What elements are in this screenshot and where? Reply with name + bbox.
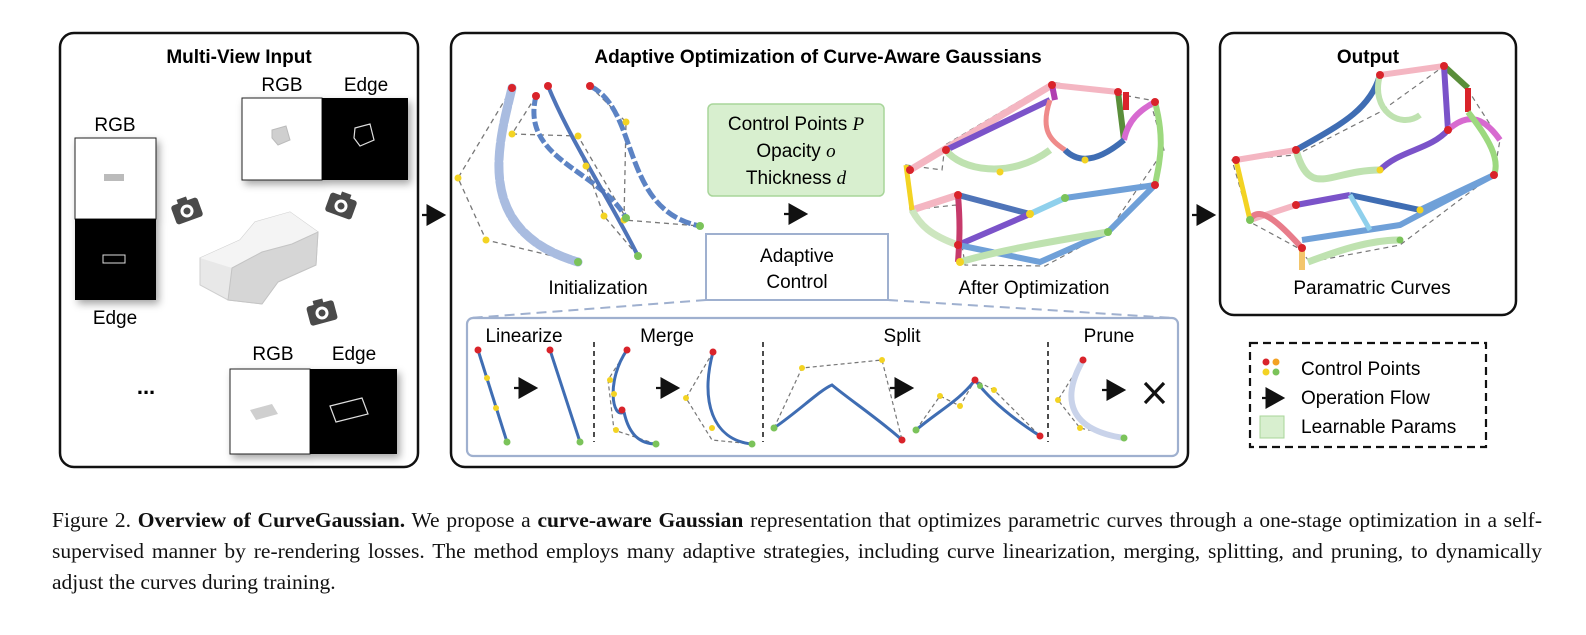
edge-thumb-object — [353, 123, 375, 147]
legend-learnable-swatch — [1259, 415, 1285, 439]
rgb-thumb-object — [250, 404, 278, 420]
view-pair-top — [241, 97, 408, 181]
ellipsis: ... — [137, 374, 155, 399]
panel-title-output: Output — [1337, 47, 1400, 68]
edge-thumb-object — [102, 254, 126, 264]
label-initialization: Initialization — [548, 278, 647, 299]
op-label-prune: Prune — [1084, 326, 1135, 347]
label-edge-top: Edge — [344, 75, 388, 96]
3d-object — [199, 211, 319, 305]
param-thickness: Thickness d — [746, 168, 847, 189]
panel-multi-view-input: Multi-View Input RGB Edge RGB Edge — [58, 31, 420, 469]
label-rgb-top: RGB — [261, 75, 302, 96]
label-edge-bottom: Edge — [332, 344, 376, 365]
legend: Control Points Operation Flow Learnable … — [1248, 341, 1488, 449]
op-prune — [1055, 356, 1166, 442]
op-split — [770, 357, 1044, 444]
op-merge — [607, 346, 756, 448]
rgb-thumb-object — [271, 125, 291, 146]
caption-text-2: representation that optimizes parametric… — [52, 508, 1542, 595]
param-control-points: Control Points P — [728, 114, 865, 135]
caption-bold-term: curve-aware Gaussian — [537, 508, 744, 532]
figure-canvas: Multi-View Input RGB Edge RGB Edge — [58, 31, 1518, 469]
label-edge-left: Edge — [93, 308, 137, 329]
op-label-linearize: Linearize — [485, 326, 562, 347]
op-label-merge: Merge — [640, 326, 694, 347]
edge-thumb-object — [329, 397, 369, 423]
legend-control-points: Control Points — [1301, 359, 1420, 380]
zoom-connector — [469, 299, 707, 319]
figure-caption: Figure 2. Overview of CurveGaussian. We … — [52, 505, 1542, 599]
adaptive-control-line2: Control — [766, 272, 827, 293]
caption-text-1: We propose a — [405, 508, 538, 532]
label-after-optimization: After Optimization — [959, 278, 1110, 299]
camera-icon — [171, 196, 203, 225]
op-linearize — [474, 346, 584, 446]
param-opacity: Opacity o — [756, 141, 835, 162]
view-pair-bottom — [229, 368, 397, 455]
after-optimization-curves — [903, 81, 1165, 267]
operations-strip — [465, 316, 1180, 458]
view-pair-left — [74, 137, 157, 300]
learnable-params-box — [707, 103, 885, 197]
panel-title-input: Multi-View Input — [166, 47, 312, 68]
op-label-split: Split — [884, 326, 922, 347]
camera-icon — [306, 298, 338, 326]
caption-prefix: Figure 2. — [52, 508, 132, 532]
initialization-curves — [454, 82, 704, 267]
legend-control-points-swatch — [1262, 358, 1280, 376]
label-rgb-bottom: RGB — [252, 344, 293, 365]
panel-title-optimization: Adaptive Optimization of Curve-Aware Gau… — [594, 47, 1041, 68]
camera-icon — [325, 191, 357, 220]
label-rgb-left: RGB — [94, 115, 135, 136]
output-curves — [1231, 62, 1503, 270]
rgb-thumb-object — [104, 174, 124, 181]
legend-operation-flow: Operation Flow — [1301, 388, 1430, 409]
adaptive-control-box — [705, 233, 889, 301]
legend-learnable-params: Learnable Params — [1301, 417, 1456, 438]
close-icon — [1143, 381, 1166, 405]
panel-output: Output — [1218, 31, 1518, 317]
panel-adaptive-optimization: Adaptive Optimization of Curve-Aware Gau… — [449, 31, 1190, 469]
adaptive-control-line1: Adaptive — [760, 246, 834, 267]
caption-bold-title: Overview of CurveGaussian. — [137, 508, 406, 532]
label-parametric-curves: Paramatric Curves — [1293, 278, 1450, 299]
